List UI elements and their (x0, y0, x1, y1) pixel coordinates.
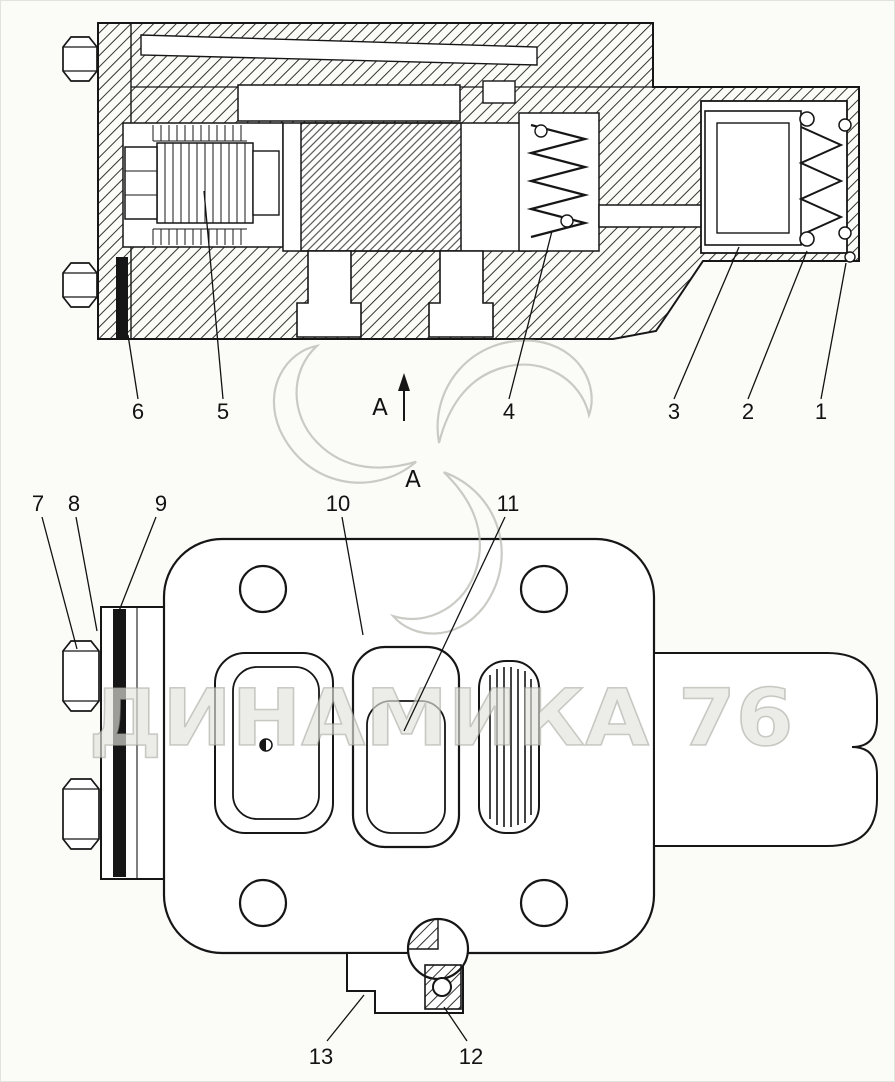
seal-ring-icon (799, 111, 815, 127)
callout-3: 3 (668, 399, 680, 424)
callout-13-leader (326, 994, 365, 1042)
plan-view-drawing (62, 537, 878, 1014)
threaded-plug (122, 122, 284, 248)
watermark: ДИНАМИКА 76 (88, 328, 794, 765)
callout-2: 2 (742, 399, 754, 424)
push-rod (140, 34, 538, 66)
seal-ring-icon (838, 118, 852, 132)
callout-10-leader (341, 516, 364, 636)
drain-boss (346, 917, 470, 1014)
bolt-plan-bottom-icon (62, 778, 100, 850)
callout-8-leader (75, 516, 98, 632)
callout-3-leader (673, 246, 740, 400)
bolt-top-icon (62, 36, 98, 82)
valve-cartridge (700, 100, 856, 263)
bolt-hole (519, 878, 569, 928)
callout-12: 12 (459, 1044, 483, 1069)
spool-window (237, 84, 461, 122)
section-view-label: А (405, 467, 421, 493)
port-left (296, 250, 362, 338)
callout-13: 13 (309, 1044, 333, 1069)
callout-6-leader (127, 334, 139, 400)
callout-12-leader (443, 1006, 468, 1042)
callout-numbers-top: 6 5 4 3 2 1 (132, 399, 827, 424)
callout-5-leader (203, 190, 224, 400)
watermark-text: ДИНАМИКА 76 (89, 674, 794, 764)
valve-cup (704, 110, 802, 246)
callout-11: 11 (497, 491, 520, 516)
bolt-plan-top-icon (62, 640, 100, 712)
bolt-hole (238, 878, 288, 928)
flange-plate (100, 606, 165, 880)
slot-left (214, 652, 334, 834)
callout-8: 8 (68, 491, 80, 516)
main-spring (518, 112, 600, 252)
flow-channel (598, 204, 704, 228)
callout-4-leader (508, 230, 553, 400)
slot-center (351, 645, 461, 849)
callouts-top (127, 190, 847, 400)
seal-ring-icon (799, 231, 815, 247)
mounting-tab (653, 652, 878, 847)
bolt-hole (519, 564, 569, 614)
seal-ring-icon (838, 226, 852, 240)
callout-7: 7 (32, 491, 44, 516)
callout-numbers-bottom: 7 8 9 10 11 13 12 (32, 491, 520, 1069)
swirl-logo-icon (249, 328, 593, 657)
callout-9-leader (118, 516, 157, 612)
callouts-bottom (41, 516, 506, 1042)
gasket-strip (116, 257, 128, 339)
callout-1: 1 (815, 399, 827, 424)
section-arrow: А (372, 373, 410, 421)
callout-2-leader (747, 250, 808, 400)
callout-6: 6 (132, 399, 144, 424)
section-arrow-label: А (372, 395, 388, 421)
port-right (428, 250, 494, 338)
callout-1-leader (820, 262, 847, 400)
detent-block (482, 80, 516, 104)
callout-5: 5 (217, 399, 229, 424)
retainer-pin (844, 251, 856, 263)
callout-9: 9 (155, 491, 167, 516)
bolt-hole (238, 564, 288, 614)
callout-10: 10 (326, 491, 350, 516)
bolt-bottom-icon (62, 262, 98, 308)
section-view-drawing (62, 22, 860, 340)
callout-7-leader (41, 516, 78, 650)
cartridge-spring (798, 126, 844, 236)
slot-right (478, 660, 540, 834)
spool-land (300, 122, 462, 252)
callout-4: 4 (503, 399, 515, 424)
callout-11-leader (403, 516, 506, 732)
